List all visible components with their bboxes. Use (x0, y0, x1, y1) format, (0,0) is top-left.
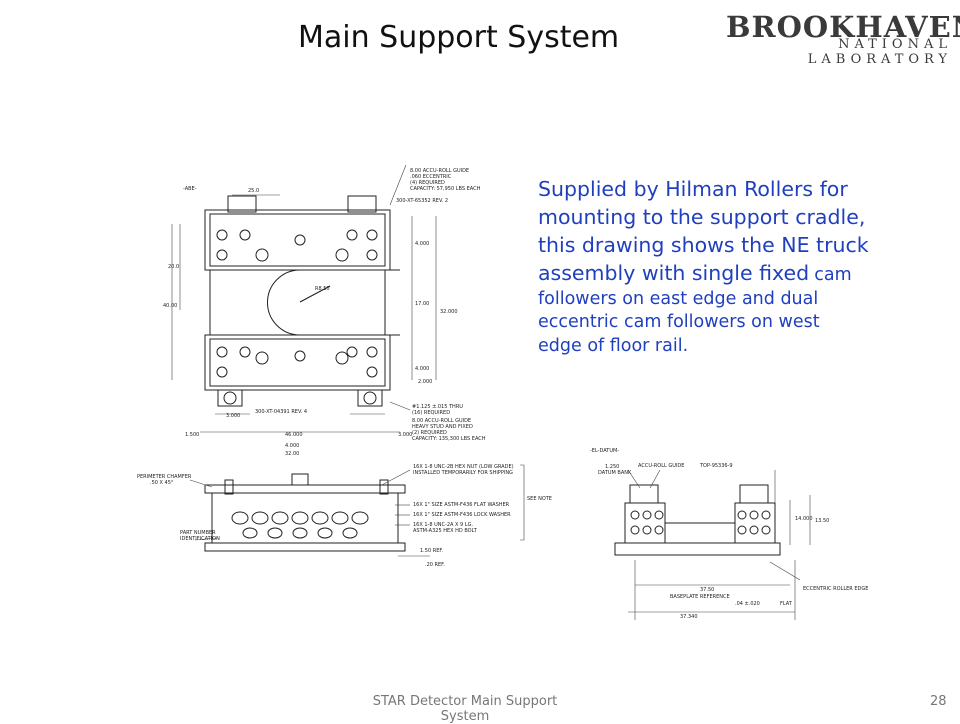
front-top-plate (204, 484, 406, 494)
part-number-2: IDENTIFICATION (180, 536, 220, 542)
page-number: 28 (930, 694, 947, 709)
logo-subtitle: NATIONAL LABORATORY (807, 37, 952, 67)
dim-14: 14.000 (795, 516, 813, 522)
datum-tag: -EL-DATUM- (590, 448, 619, 454)
brookhaven-logo: BROOKHAVEN NATIONAL LABORATORY (706, 10, 960, 67)
datum-bank: DATUM BANK (598, 470, 632, 476)
slide-title: Main Support System (298, 20, 620, 55)
guide-note-4: CAPACITY: 57,950 LBS EACH (410, 186, 481, 192)
chamfer-note-2: .50 X 45° (150, 480, 174, 486)
guide-note-2: .060 ECCENTRIC (410, 174, 452, 180)
desc-line-2: mounting to the support cradle, (538, 204, 866, 229)
top-ref: TOP-95336-9 (699, 463, 733, 469)
desc-line-4: assembly with single fixed cam (538, 260, 898, 288)
guide-note-3: (4) REQUIRED (410, 180, 445, 186)
dim-17: 17.00 (415, 301, 429, 307)
dim-r850: R8.50 (315, 286, 330, 292)
thru-note-2: (16) REQUIRED (412, 410, 450, 416)
chamfer-note-1: PERIMETER CHAMFER (137, 474, 192, 480)
bottom-block-inner (209, 338, 386, 387)
part-ref-bottom: 300-XT-04391 REV. 4 (255, 409, 307, 415)
tolerance: .04 ±.020 (735, 601, 760, 607)
side-baseplate (614, 542, 781, 556)
logo-name: BROOKHAVEN (726, 10, 960, 44)
dim-20-ref: .20 REF. (425, 562, 445, 568)
desc-line-1: Supplied by Hilman Rollers for (538, 177, 848, 201)
desc-line-7: edge of floor rail. (538, 336, 689, 357)
front-note-4: 16X 1-8 UNC-2A X 9 LG. (413, 522, 473, 528)
fixed-note-3: (2) REQUIRED (412, 430, 447, 436)
thru-note-1: #1.125 ±.015 THRU (412, 404, 463, 410)
dim-4a: 4.000 (415, 241, 429, 247)
front-note-3: 16X 1" SIZE ASTM-F436 LOCK WASHER (413, 512, 511, 518)
top-view-drawing: -ABE- 8.00 ACCU-ROLL GUIDE .060 ECCENTRI… (163, 164, 486, 457)
accu-roll-guide: ACCU-ROLL GUIDE (638, 463, 684, 469)
dim-37340: 37.340 (680, 614, 698, 620)
dim-20: 20.0 (168, 264, 179, 270)
desc-line-4a: assembly with single fixed (538, 260, 810, 285)
dim-4b: 4.000 (415, 366, 429, 372)
eccentric-roller-edge: ECCENTRIC ROLLER EDGE (803, 586, 868, 592)
part-number-1: PART NUMBER (180, 530, 216, 536)
desc-line-6: eccentric cam followers on west (538, 312, 820, 333)
desc-line-5: followers on east edge and dual (538, 288, 819, 309)
flat-note: FLAT (780, 601, 793, 607)
dim-32b: 32.00 (285, 451, 299, 457)
desc-line-3: this drawing shows the NE truck (538, 232, 869, 257)
dim-3750: 37.50 (700, 587, 714, 593)
see-note: SEE NOTE (527, 496, 552, 502)
dim-4c: 4.000 (285, 443, 299, 449)
front-note-2: 16X 1" SIZE ASTM-F436 FLAT WASHER (413, 502, 510, 508)
fixed-note-2: HEAVY STUD AND FIXED (412, 424, 473, 430)
dim-32: 32.000 (440, 309, 458, 315)
part-ref-top: 300-XT-65352 REV. 2 (396, 198, 448, 204)
datum-value: 1.250 (605, 464, 619, 470)
flag-tag: -ABE- (183, 186, 197, 192)
desc-line-4b: cam (814, 264, 852, 285)
front-bottom-plate (204, 542, 406, 552)
dim-46: 46.000 (285, 432, 303, 438)
dim-3b: 3.000 (398, 432, 412, 438)
side-view-drawing: -EL-DATUM- 1.250 DATUM BANK ACCU-ROLL GU… (590, 448, 868, 620)
fixed-note-1: 8.00 ACCU-ROLL GUIDE (412, 418, 471, 424)
description-text: Supplied by Hilman Rollers for mounting … (538, 176, 898, 359)
front-view-drawing: PERIMETER CHAMFER .50 X 45° PART NUMBER … (137, 464, 552, 568)
bottom-block (204, 334, 391, 391)
front-note-1b: INSTALLED TEMPORARILY FOR SHIPPING (413, 470, 513, 476)
dim-1500: 1.500 (185, 432, 199, 438)
dim-3a: 3.000 (226, 413, 240, 419)
dim-2: 2.000 (418, 379, 432, 385)
dim-40: 40.00 (163, 303, 177, 309)
baseplate-reference: BASEPLATE REFERENCE (670, 594, 730, 600)
guide-note-1: 8.00 ACCU-ROLL GUIDE (410, 168, 469, 174)
dim-1350: 13.50 (815, 518, 829, 524)
dim-25: 25.0 (248, 188, 259, 194)
front-note-4b: ASTM-A325 HEX HD BOLT (413, 528, 478, 534)
top-block-inner (209, 213, 386, 267)
dim-150-ref: 1.50 REF. (420, 548, 443, 554)
top-block (204, 209, 391, 271)
front-note-1: 16X 1-8 UNC-2B HEX NUT (LOW GRADE) (413, 464, 514, 470)
fixed-note-4: CAPACITY: 135,300 LBS EACH (412, 436, 486, 442)
